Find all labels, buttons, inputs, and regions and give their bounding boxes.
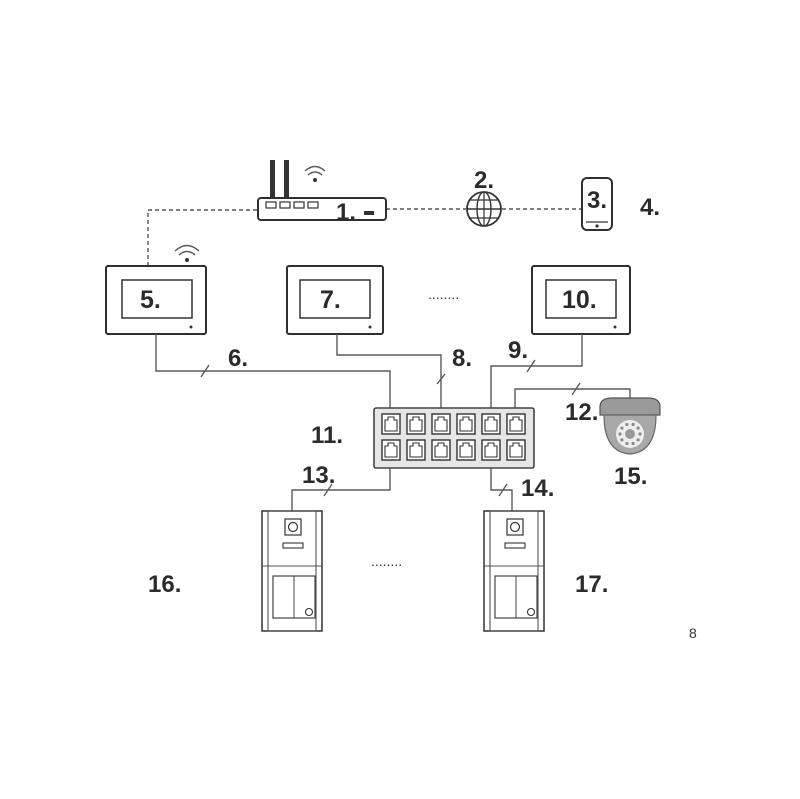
camera-led: [625, 441, 629, 446]
smartphone-icon: [581, 177, 613, 231]
switch-port: [456, 413, 476, 435]
monitor-a: 5.: [105, 265, 207, 335]
switch-ports: [381, 413, 526, 461]
label-monitor-c: 10.: [562, 286, 597, 314]
camera-led: [638, 432, 642, 436]
switch-port: [431, 413, 451, 435]
label-cable-door-a: 13.: [302, 462, 335, 489]
camera-led: [636, 426, 640, 430]
door-station-b: [483, 510, 545, 632]
wifi-icon: [174, 244, 200, 262]
camera-led: [631, 422, 635, 427]
label-cable-door-b: 14.: [521, 475, 554, 502]
dome-camera-icon: [599, 397, 661, 455]
router-icon: [257, 160, 387, 221]
camera-led: [618, 432, 622, 436]
camera-led: [636, 438, 640, 442]
globe-icon: [466, 191, 502, 227]
switch-port: [381, 439, 401, 461]
label-door-station-b: 17.: [575, 571, 608, 598]
switch-port: [381, 413, 401, 435]
door-stations-ellipsis: ........: [371, 553, 402, 569]
label-monitor-b: 7.: [320, 286, 341, 314]
label-cable-c: 9.: [508, 337, 528, 364]
door-station-a: [261, 510, 323, 632]
monitors-ellipsis: ........: [428, 286, 459, 302]
label-phone: 3.: [587, 187, 607, 214]
camera-leds: [618, 422, 642, 446]
switch-port: [406, 439, 426, 461]
wireless-links: [147, 208, 582, 266]
switch-port: [506, 439, 526, 461]
label-camera: 15.: [614, 463, 647, 490]
switch-port: [481, 413, 501, 435]
monitor-c: 10.: [531, 265, 631, 335]
page-number: 8: [689, 625, 697, 641]
label-app: 4.: [640, 194, 660, 221]
switch-port: [406, 413, 426, 435]
label-monitor-a: 5.: [140, 286, 161, 314]
camera-led: [631, 441, 635, 446]
camera-led: [620, 438, 624, 442]
cables: [155, 334, 631, 511]
switch-port: [481, 439, 501, 461]
label-cable-b: 8.: [452, 345, 472, 372]
label-switch: 11.: [311, 422, 343, 449]
camera-led: [625, 422, 629, 427]
switch-port: [431, 439, 451, 461]
label-cable-a: 6.: [228, 345, 248, 372]
switch-port: [456, 439, 476, 461]
label-door-station-a: 16.: [148, 571, 181, 598]
label-router: 1.: [336, 199, 356, 226]
router-wifi-icon: [304, 165, 326, 182]
monitor-b: 7.: [286, 265, 384, 335]
label-internet: 2.: [474, 167, 494, 194]
camera-led: [620, 426, 624, 430]
switch-port: [506, 413, 526, 435]
label-cable-camera: 12.: [565, 399, 598, 426]
network-switch-icon: [373, 407, 535, 469]
